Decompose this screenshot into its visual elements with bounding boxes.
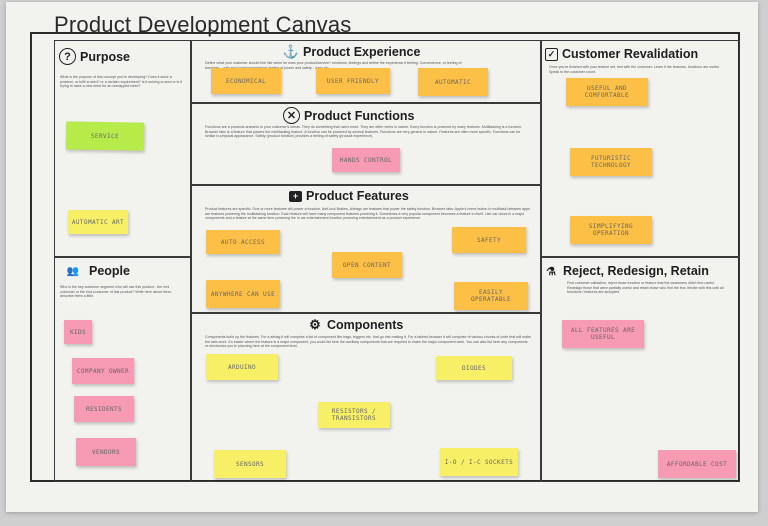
gears-icon: ⚙ <box>309 317 321 332</box>
sticky-note[interactable]: ANYWHERE CAN USE <box>206 280 280 308</box>
sticky-note[interactable]: USER FRIENDLY <box>316 68 390 94</box>
sticky-note[interactable]: COMPANY OWNER <box>72 358 134 384</box>
revalidation-header: ✓ Customer Revalidation <box>545 47 698 61</box>
people-header: 👥 People <box>61 263 130 279</box>
sticky-note[interactable]: ARDUINO <box>206 354 278 380</box>
question-icon: ? <box>59 48 76 65</box>
purpose-description: What is the purpose of this concept you'… <box>60 75 183 89</box>
sticky-note[interactable]: KIDS <box>64 320 92 344</box>
functions-title: Product Functions <box>304 108 415 123</box>
anchor-icon: ⚓ <box>282 44 300 59</box>
medkit-icon: + <box>289 190 302 202</box>
revalidation-description: Once you're finished with your feature s… <box>549 65 720 74</box>
sticky-note[interactable]: OPEN CONTENT <box>332 252 402 278</box>
sticky-note[interactable]: HANDS CONTROL <box>332 148 400 172</box>
people-title: People <box>89 264 130 278</box>
sticky-note[interactable]: SERVICE <box>65 121 145 151</box>
revalidation-title: Customer Revalidation <box>562 47 699 61</box>
people-icon: 👥 <box>66 265 80 277</box>
canvas-board: ? Purpose What is the purpose of this co… <box>30 32 740 482</box>
functions-description: Functions are a products answers to your… <box>205 125 522 139</box>
check-square-icon: ✓ <box>545 47 558 61</box>
sticky-note[interactable]: DIODES <box>436 356 512 380</box>
sticky-note[interactable]: ALL FEATURES ARE USEFUL <box>562 320 644 348</box>
features-title: Product Features <box>306 189 409 203</box>
reject-description: Find customer validation, reject those f… <box>567 281 724 295</box>
functions-panel: ✕ Product Functions Functions are a prod… <box>190 102 542 186</box>
experience-title: Product Experience <box>303 45 421 59</box>
sticky-note[interactable]: FUTURISTIC TECHNOLOGY <box>570 148 652 176</box>
sticky-note[interactable]: AUTO ACCESS <box>206 230 280 254</box>
components-description: Components build up the features. For a … <box>205 335 531 349</box>
experience-header: ⚓ Product Experience <box>282 44 421 60</box>
reject-title: Reject, Redesign, Retain <box>563 264 709 278</box>
sticky-note[interactable]: SENSORS <box>214 450 286 478</box>
components-header: ⚙ Components <box>307 317 403 333</box>
purpose-header: ? Purpose <box>59 48 130 65</box>
reject-panel: ⚗ Reject, Redesign, Retain Find customer… <box>540 256 740 482</box>
sticky-note[interactable]: EASILY OPERATABLE <box>454 282 528 310</box>
functions-header: ✕ Product Functions <box>283 107 414 124</box>
experience-description: Define what your customer should feel li… <box>205 61 462 70</box>
people-description: Who is the key customer segment who will… <box>60 285 172 299</box>
purpose-panel: ? Purpose What is the purpose of this co… <box>54 40 192 258</box>
reject-header: ⚗ Reject, Redesign, Retain <box>543 263 709 279</box>
flask-icon: ⚗ <box>546 265 556 278</box>
sticky-note[interactable]: USEFUL AND COMFORTABLE <box>566 78 648 106</box>
sticky-note[interactable]: SIMPLIFYING OPERATION <box>570 216 652 244</box>
sticky-note[interactable]: AUTOMATIC ART <box>68 210 128 234</box>
people-panel: 👥 People Who is the key customer segment… <box>54 256 192 482</box>
components-title: Components <box>327 318 404 332</box>
features-description: Product features are specific. One or mo… <box>205 207 530 221</box>
experience-panel: ⚓ Product Experience Define what your cu… <box>190 40 542 104</box>
revalidation-panel: ✓ Customer Revalidation Once you're fini… <box>540 40 740 258</box>
features-header: + Product Features <box>289 189 409 203</box>
canvas-poster: Product Development Canvas ? Purpose Wha… <box>6 2 758 512</box>
sticky-note[interactable]: RESISTORS / TRANSISTORS <box>318 402 390 428</box>
sticky-note[interactable]: VENDORS <box>76 438 136 466</box>
sticky-note[interactable]: RESIDENTS <box>74 396 134 422</box>
features-panel: + Product Features Product features are … <box>190 184 542 314</box>
sticky-note[interactable]: I-O / I-C SOCKETS <box>440 448 518 476</box>
sticky-note[interactable]: ECONOMICAL <box>211 68 281 94</box>
sticky-note[interactable]: SAFETY <box>452 227 526 253</box>
components-panel: ⚙ Components Components build up the fea… <box>190 312 542 482</box>
sticky-note[interactable]: AFFORDABLE COST <box>658 450 736 478</box>
x-circle-icon: ✕ <box>283 107 300 124</box>
purpose-title: Purpose <box>80 49 131 64</box>
sticky-note[interactable]: AUTOMATIC <box>418 68 488 96</box>
